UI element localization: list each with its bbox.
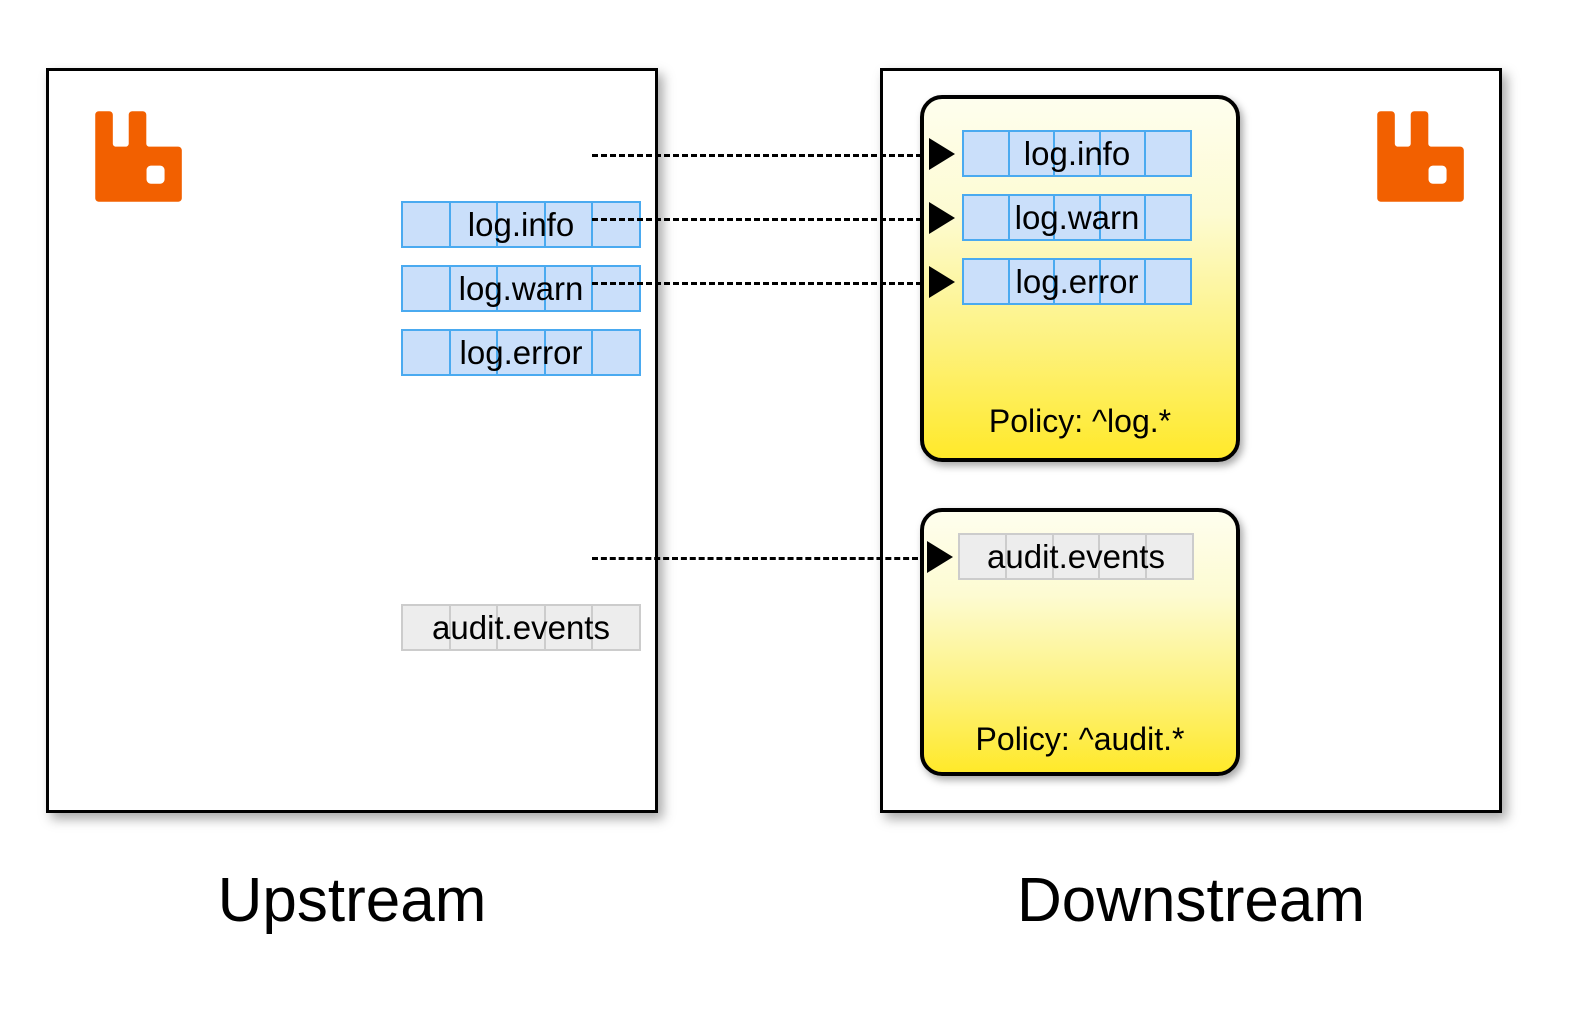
queue-segment [448, 265, 499, 312]
downstream-queue-audit-events[interactable]: audit.events [958, 533, 1194, 580]
queue-segment [591, 265, 641, 312]
queue-segment [1053, 130, 1101, 177]
upstream-broker-container: log.info log.warn log.error a [46, 68, 658, 813]
queue-segment [962, 194, 1010, 241]
upstream-queue-log-info[interactable]: log.info [401, 201, 641, 248]
queue-segment [401, 201, 451, 248]
upstream-queue-log-error[interactable]: log.error [401, 329, 641, 376]
rabbitmq-logo-icon [1377, 111, 1464, 202]
queue-segment [543, 329, 594, 376]
queue-segment [962, 258, 1010, 305]
queue-segment [496, 604, 546, 651]
downstream-queue-log-warn[interactable]: log.warn [962, 194, 1192, 241]
queue-segment [1007, 130, 1056, 177]
federation-arrow-icon [929, 266, 955, 298]
queue-segment [962, 130, 1010, 177]
queue-segment [1098, 258, 1147, 305]
queue-segment [1144, 130, 1192, 177]
queue-segment [1098, 194, 1147, 241]
queue-segment [1007, 258, 1056, 305]
upstream-queue-audit-events[interactable]: audit.events [401, 604, 641, 651]
federation-arrow-icon [927, 541, 953, 573]
federation-arrow-icon [929, 202, 955, 234]
queue-segment [1098, 130, 1147, 177]
queue-segment [1053, 194, 1101, 241]
downstream-queue-log-error[interactable]: log.error [962, 258, 1192, 305]
queue-segment [1144, 258, 1192, 305]
queue-segment [448, 201, 499, 248]
queue-segment [496, 201, 546, 248]
queue-segment [591, 604, 641, 651]
federation-arrow-icon [929, 138, 955, 170]
policy-label: Policy: ^audit.* [975, 721, 1185, 757]
queue-segment [543, 201, 594, 248]
downstream-queue-log-info[interactable]: log.info [962, 130, 1192, 177]
federation-link-log-error [592, 282, 922, 285]
queue-segment [1145, 533, 1194, 580]
queue-segment [1053, 258, 1101, 305]
queue-segment [543, 265, 594, 312]
queue-segment [591, 329, 641, 376]
queue-segment [496, 265, 546, 312]
policy-label: Policy: ^log.* [988, 403, 1172, 439]
queue-segment [1007, 194, 1056, 241]
queue-segment [958, 533, 1007, 580]
queue-segment [1098, 533, 1148, 580]
queue-segment [496, 329, 546, 376]
downstream-caption: Downstream [1017, 866, 1365, 935]
queue-segment [543, 604, 594, 651]
queue-segment [448, 604, 499, 651]
queue-segment [448, 329, 499, 376]
federation-link-log-info [592, 154, 922, 157]
queue-segment [1144, 194, 1192, 241]
rabbitmq-logo-icon [95, 111, 182, 202]
queue-segment [401, 265, 451, 312]
queue-segment [401, 329, 451, 376]
upstream-caption: Upstream [217, 866, 487, 935]
federation-link-log-warn [592, 218, 922, 221]
queue-segment [591, 201, 641, 248]
queue-segment [401, 604, 451, 651]
upstream-queue-log-warn[interactable]: log.warn [401, 265, 641, 312]
queue-segment [1051, 533, 1101, 580]
federation-link-audit-events [592, 557, 918, 560]
queue-segment [1004, 533, 1054, 580]
